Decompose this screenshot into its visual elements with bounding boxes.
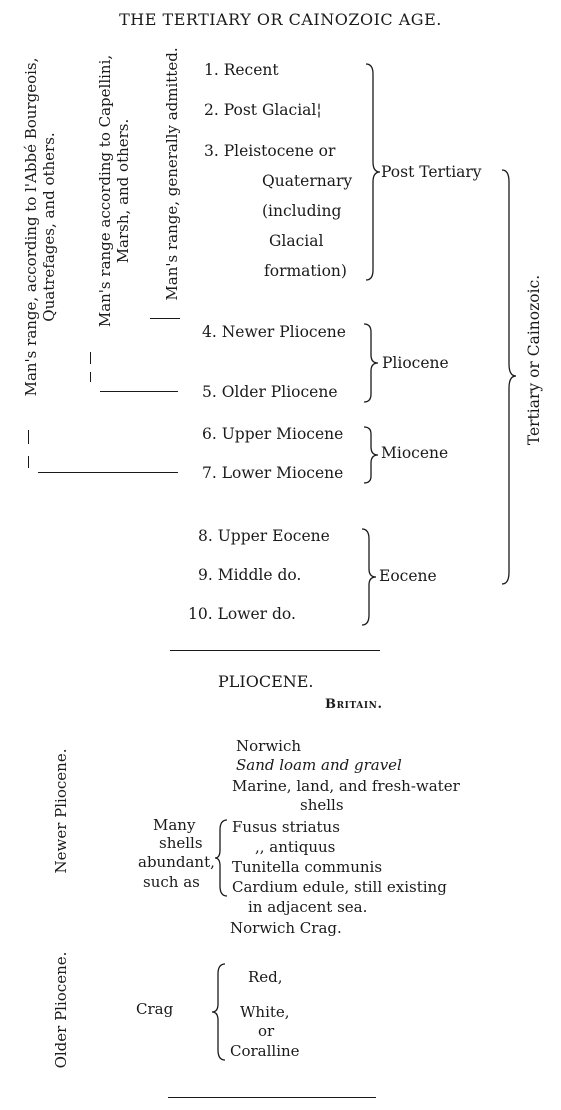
many-line2: shells: [159, 834, 203, 852]
older-crag-label: Crag: [136, 1000, 174, 1018]
newer-place: Norwich: [236, 737, 302, 755]
range-tick-capellini-b: [90, 372, 91, 382]
period-newer-pliocene: 4. Newer Pliocene: [202, 323, 346, 341]
range-tick-capellini-a: [90, 352, 91, 364]
group-miocene: Miocene: [381, 444, 449, 462]
man-range-bourgeois: Man's range, according to l'Abbé Bourgeo…: [22, 57, 58, 397]
group-post-tertiary: Post Tertiary: [381, 163, 482, 181]
period-upper-miocene: 6. Upper Miocene: [202, 425, 344, 443]
period-older-pliocene: 5. Older Pliocene: [202, 383, 338, 401]
period-middle-eocene: 9. Middle do.: [198, 566, 302, 584]
period-upper-eocene: 8. Upper Eocene: [198, 527, 330, 545]
group-eocene: Eocene: [379, 567, 437, 585]
many-line3: abundant,: [138, 853, 215, 871]
norwich-crag: Norwich Crag.: [230, 919, 342, 937]
page-title: THE TERTIARY OR CAINOZOIC AGE.: [119, 10, 442, 29]
species-5: in adjacent sea.: [248, 898, 368, 916]
brace-species: [214, 819, 228, 897]
newer-shells-line2: shells: [300, 796, 344, 814]
period-pleistocene-line5: formation): [264, 262, 347, 280]
range-line-admitted: [150, 318, 180, 319]
period-lower-miocene: 7. Lower Miocene: [202, 464, 344, 482]
pliocene-heading: PLIOCENE.: [218, 672, 314, 691]
man-range-admitted: Man's range, generally admitted.: [163, 47, 181, 301]
brace-post-tertiary: [365, 63, 381, 281]
period-pleistocene-line2: Quaternary: [262, 172, 353, 190]
newer-shells-line1: Marine, land, and fresh-water: [232, 777, 460, 795]
species-1: Fusus striatus: [232, 818, 340, 836]
crag-white: White,: [240, 1003, 290, 1021]
divider-top: [170, 650, 380, 651]
brace-tertiary: [501, 169, 517, 585]
species-3: Tunitella communis: [232, 858, 383, 876]
group-tertiary: Tertiary or Cainozoic.: [525, 274, 543, 446]
brace-miocene: [363, 426, 379, 484]
older-pliocene-label: Older Pliocene.: [52, 951, 70, 1069]
range-line-bourgeois: [38, 472, 178, 473]
region-heading: Britain.: [325, 697, 383, 712]
brace-pliocene: [363, 323, 379, 403]
crag-or: or: [258, 1022, 275, 1040]
range-tick-bourgeois-b: [28, 456, 29, 468]
period-recent: 1. Recent: [204, 61, 279, 79]
crag-red: Red,: [248, 968, 283, 986]
newer-pliocene-label: Newer Pliocene.: [52, 748, 70, 874]
period-post-glacial: 2. Post Glacial¦: [204, 101, 322, 119]
group-pliocene: Pliocene: [382, 354, 449, 372]
many-line4: such as: [143, 873, 200, 891]
period-pleistocene-line4: Glacial: [269, 232, 324, 250]
range-line-capellini: [100, 391, 178, 392]
brace-eocene: [361, 528, 377, 626]
brace-crag: [211, 963, 226, 1061]
man-range-capellini: Man's range according to Capellini, Mars…: [96, 54, 132, 328]
period-pleistocene-line3: (including: [262, 202, 342, 220]
newer-deposit: Sand loam and gravel: [236, 756, 402, 774]
range-tick-bourgeois-a: [28, 430, 29, 444]
divider-bottom: [168, 1097, 376, 1098]
period-pleistocene: 3. Pleistocene or: [204, 142, 336, 160]
period-lower-eocene: 10. Lower do.: [188, 605, 296, 623]
many-line1: Many: [153, 816, 196, 834]
species-4: Cardium edule, still existing: [232, 878, 447, 896]
crag-coralline: Coralline: [230, 1042, 300, 1060]
species-2: ,, antiquus: [255, 838, 336, 856]
